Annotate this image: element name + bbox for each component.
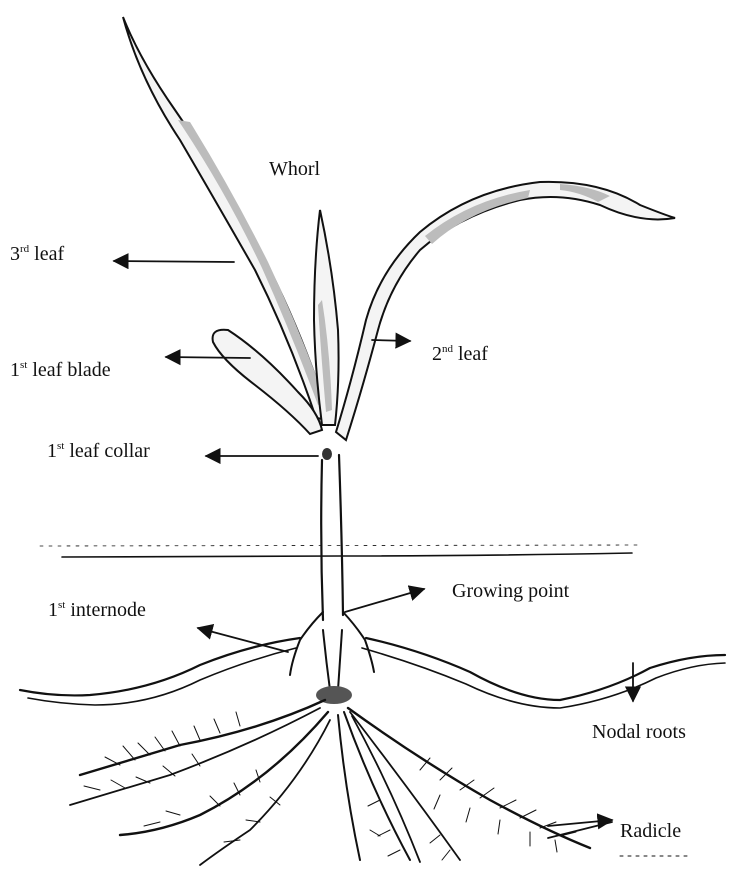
- arrow-growing-point: [345, 589, 424, 612]
- arrow-third-leaf: [114, 261, 234, 262]
- label-second-leaf-sup: nd: [442, 343, 453, 355]
- arrow-first-internode: [198, 628, 288, 652]
- label-radicle: Radicle: [620, 821, 681, 841]
- whorl-leaf: [314, 210, 339, 425]
- label-second-leaf-number: 2: [432, 343, 442, 365]
- soil-surface-line: [40, 545, 640, 557]
- label-first-internode: 1st internode: [48, 600, 146, 620]
- label-arrows: [114, 261, 690, 856]
- label-first-leaf-blade-number: 1: [10, 359, 20, 381]
- arrow-first-leaf-blade: [166, 357, 250, 358]
- label-first-internode-text: internode: [65, 599, 146, 621]
- label-first-leaf-blade: 1st leaf blade: [10, 360, 111, 380]
- label-second-leaf-text: leaf: [453, 343, 488, 365]
- second-leaf: [336, 182, 675, 440]
- label-whorl: Whorl: [269, 159, 320, 179]
- label-first-leaf-collar-number: 1: [47, 440, 57, 462]
- nodal-roots: [20, 638, 725, 708]
- label-second-leaf: 2nd leaf: [432, 344, 488, 364]
- stem: [321, 448, 343, 620]
- label-growing-point: Growing point: [452, 581, 569, 601]
- seminal-roots: [70, 700, 590, 865]
- crown-junction: [290, 612, 374, 704]
- label-first-leaf-blade-text: leaf blade: [27, 359, 110, 381]
- arrow-second-leaf: [372, 340, 410, 341]
- label-third-leaf-text: leaf: [29, 243, 64, 265]
- label-first-internode-number: 1: [48, 599, 58, 621]
- label-third-leaf-suffix-sup: rd: [20, 243, 29, 255]
- label-third-leaf-number: 3: [10, 243, 20, 265]
- label-nodal-roots: Nodal roots: [592, 722, 686, 742]
- label-first-leaf-collar-text: leaf collar: [64, 440, 150, 462]
- label-first-leaf-collar: 1st leaf collar: [47, 441, 150, 461]
- label-third-leaf: 3rd leaf: [10, 244, 64, 264]
